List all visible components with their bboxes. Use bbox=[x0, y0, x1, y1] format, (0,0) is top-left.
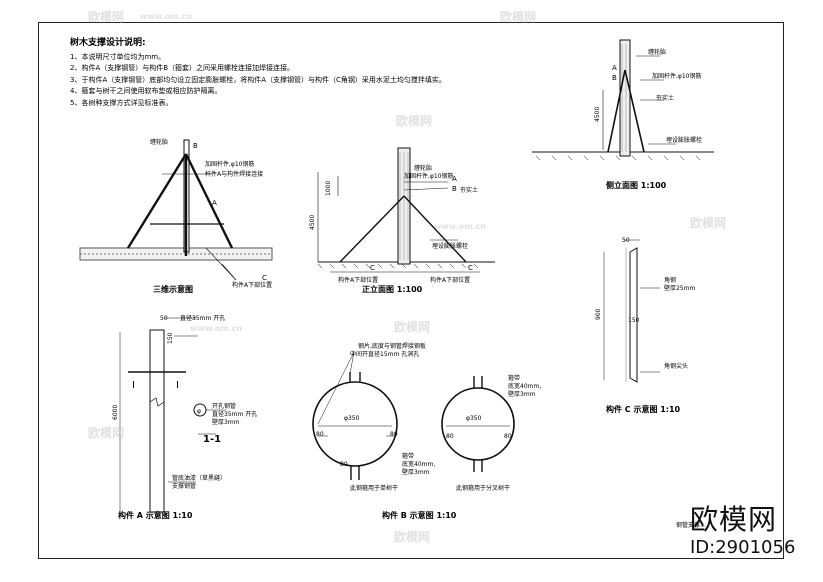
b-80-b: 80 bbox=[390, 431, 398, 438]
label-weld: 杆件A与构件焊接连接 bbox=[205, 170, 263, 178]
a-wall: 壁厚3mm bbox=[212, 418, 240, 426]
b-band: 箍带 bbox=[402, 452, 414, 460]
a-dim-50: 50 bbox=[160, 315, 168, 322]
caption-front: 正立面图 1:100 bbox=[362, 285, 423, 294]
part-c-view bbox=[603, 239, 660, 383]
stamp-text: 钢管支撑… bbox=[676, 522, 707, 529]
c-thick: 壁厚25mm bbox=[664, 284, 695, 292]
b-80-c: 80 bbox=[340, 461, 348, 468]
front-mark-c: C bbox=[370, 264, 375, 272]
watermark-logo: 欧模网 bbox=[88, 426, 125, 440]
side-mark-a: A bbox=[612, 64, 617, 72]
caption-3d: 三维示意图 bbox=[153, 285, 193, 294]
watermark-logo: 欧模网 bbox=[394, 320, 431, 334]
a-tube: 支撑钢管 bbox=[172, 482, 196, 490]
b-t: 壁厚3mm bbox=[402, 468, 430, 476]
brand-logo: 欧模网 bbox=[690, 503, 778, 536]
c-dim-50: 50 bbox=[622, 237, 630, 244]
brand-id: ID:2901056 bbox=[690, 537, 796, 558]
a-pipe-dia: 直径35mm 开孔 bbox=[212, 410, 257, 418]
c-dim-150: 150 bbox=[628, 317, 640, 324]
b-t2: 壁厚3mm bbox=[508, 390, 536, 398]
b-w: 底宽40mm, bbox=[402, 460, 435, 468]
caption-side: 侧立面图 1:100 bbox=[606, 181, 667, 190]
side-bar: 加固杆件,φ10钢筋 bbox=[652, 72, 702, 80]
caption-part-a: 构件 A 示意图 1:10 bbox=[118, 511, 193, 520]
front-soil: 夯实土 bbox=[460, 186, 478, 194]
b-dia-2: φ350 bbox=[466, 415, 482, 422]
dim-4500: 4500 bbox=[309, 215, 316, 230]
notes-title: 树木支撑设计说明: bbox=[70, 38, 146, 48]
part-a-view bbox=[119, 317, 226, 513]
side-dim: 4500 bbox=[594, 107, 601, 122]
watermark-logo: 欧模网 bbox=[396, 114, 433, 128]
note-item: 4、箍套与树干之间使用软布垫或相应防护隔离。 bbox=[70, 87, 222, 96]
mark-a: A bbox=[212, 199, 217, 207]
c-tip: 角钢尖头 bbox=[664, 362, 688, 370]
front-mark-c2: C bbox=[468, 264, 473, 272]
label-lower-pos: 构件A下部位置 bbox=[232, 281, 272, 289]
note-item: 3、于构件A（支撑钢管）底部均匀设立固定膨胀螺栓，将构件A（支撑钢管）与构件（C… bbox=[70, 75, 446, 84]
watermark-logo: 欧模网 bbox=[88, 10, 125, 24]
a-dim-150: 150 bbox=[167, 332, 174, 344]
a-bottom: 管底油漆（草黑缝） bbox=[172, 474, 226, 482]
front-lower2: 构件A下部位置 bbox=[430, 276, 470, 284]
a-mark-i1: I bbox=[132, 380, 135, 391]
front-elevation bbox=[317, 147, 495, 273]
front-lower: 构件A下部位置 bbox=[338, 276, 378, 284]
dim-1000: 1000 bbox=[325, 181, 332, 196]
b-80-e: 80 bbox=[504, 433, 512, 440]
caption-section: 1-1 bbox=[203, 434, 222, 445]
b-80-a: 80 bbox=[316, 431, 324, 438]
c-angle: 角钢 bbox=[664, 276, 676, 284]
side-elevation bbox=[532, 39, 714, 161]
label-bar: 加固杆件,φ10钢筋 bbox=[205, 160, 255, 168]
front-anchor: 埋设膨胀螺栓 bbox=[432, 242, 468, 250]
a-pipe-lbl: 开孔钢管 bbox=[212, 402, 236, 410]
three-d-view bbox=[79, 139, 273, 281]
b-top: 钢片,底度与钢管焊接钢板 bbox=[358, 342, 426, 350]
a-phi: φ bbox=[197, 408, 201, 415]
design-notes: 树木支撑设计说明: 1、本说明尺寸单位均为mm。 2、构件A（支撑钢管）与构件B… bbox=[70, 38, 446, 110]
watermark-site: www.om.cn bbox=[190, 324, 243, 333]
watermark-site: www.om.cn bbox=[140, 12, 193, 21]
caption-part-c: 构件 C 示意图 1:10 bbox=[606, 405, 681, 414]
b-mid: 中间开直径15mm 孔洞孔 bbox=[350, 350, 419, 358]
side-grip: 缠轮胎 bbox=[648, 48, 666, 56]
side-mark-b: B bbox=[612, 74, 617, 82]
front-mark-b: B bbox=[452, 185, 457, 193]
b-w2: 底宽40mm, bbox=[508, 382, 541, 390]
note-item: 2、构件A（支撑钢管）与构件B（箍套）之间采用螺栓连接加焊接连接。 bbox=[70, 64, 295, 73]
mark-b: B bbox=[193, 142, 198, 150]
b-bot1: 此钢箍用于单树干 bbox=[350, 484, 398, 492]
a-hole: 直径35mm 开孔 bbox=[180, 314, 225, 322]
b-80-d: 80 bbox=[446, 433, 454, 440]
note-item: 1、本说明尺寸单位均为mm。 bbox=[70, 52, 166, 61]
sheet-frame bbox=[38, 22, 784, 559]
watermark-logo: 欧模网 bbox=[394, 530, 431, 544]
part-b-view bbox=[312, 351, 515, 480]
label-grip: 缠轮胎 bbox=[150, 138, 168, 146]
caption-part-b: 构件 B 示意图 1:10 bbox=[382, 511, 457, 520]
note-item: 5、各树种支撑方式详见标准表。 bbox=[70, 98, 173, 107]
b-band2: 箍带 bbox=[508, 374, 520, 382]
a-dim-6000: 6000 bbox=[112, 405, 119, 420]
watermark-logo: 欧模网 bbox=[500, 10, 537, 24]
side-soil: 夯实土 bbox=[656, 94, 674, 102]
b-bot2: 此钢箍用于分叉树干 bbox=[456, 484, 510, 492]
front-grip: 缠轮胎 bbox=[414, 164, 432, 172]
b-dia-1: φ350 bbox=[344, 415, 360, 422]
a-mark-i2: I bbox=[176, 380, 179, 391]
front-bar: 加固杆件,φ10钢筋 bbox=[404, 172, 454, 180]
mark-c: C bbox=[262, 274, 267, 282]
front-mark-a: A bbox=[452, 175, 457, 183]
watermark-site: www.om.cn bbox=[434, 222, 487, 231]
c-dim-900: 900 bbox=[595, 308, 602, 320]
side-anchor: 埋设膨胀螺栓 bbox=[666, 136, 702, 144]
watermark-logo: 欧模网 bbox=[690, 216, 727, 230]
